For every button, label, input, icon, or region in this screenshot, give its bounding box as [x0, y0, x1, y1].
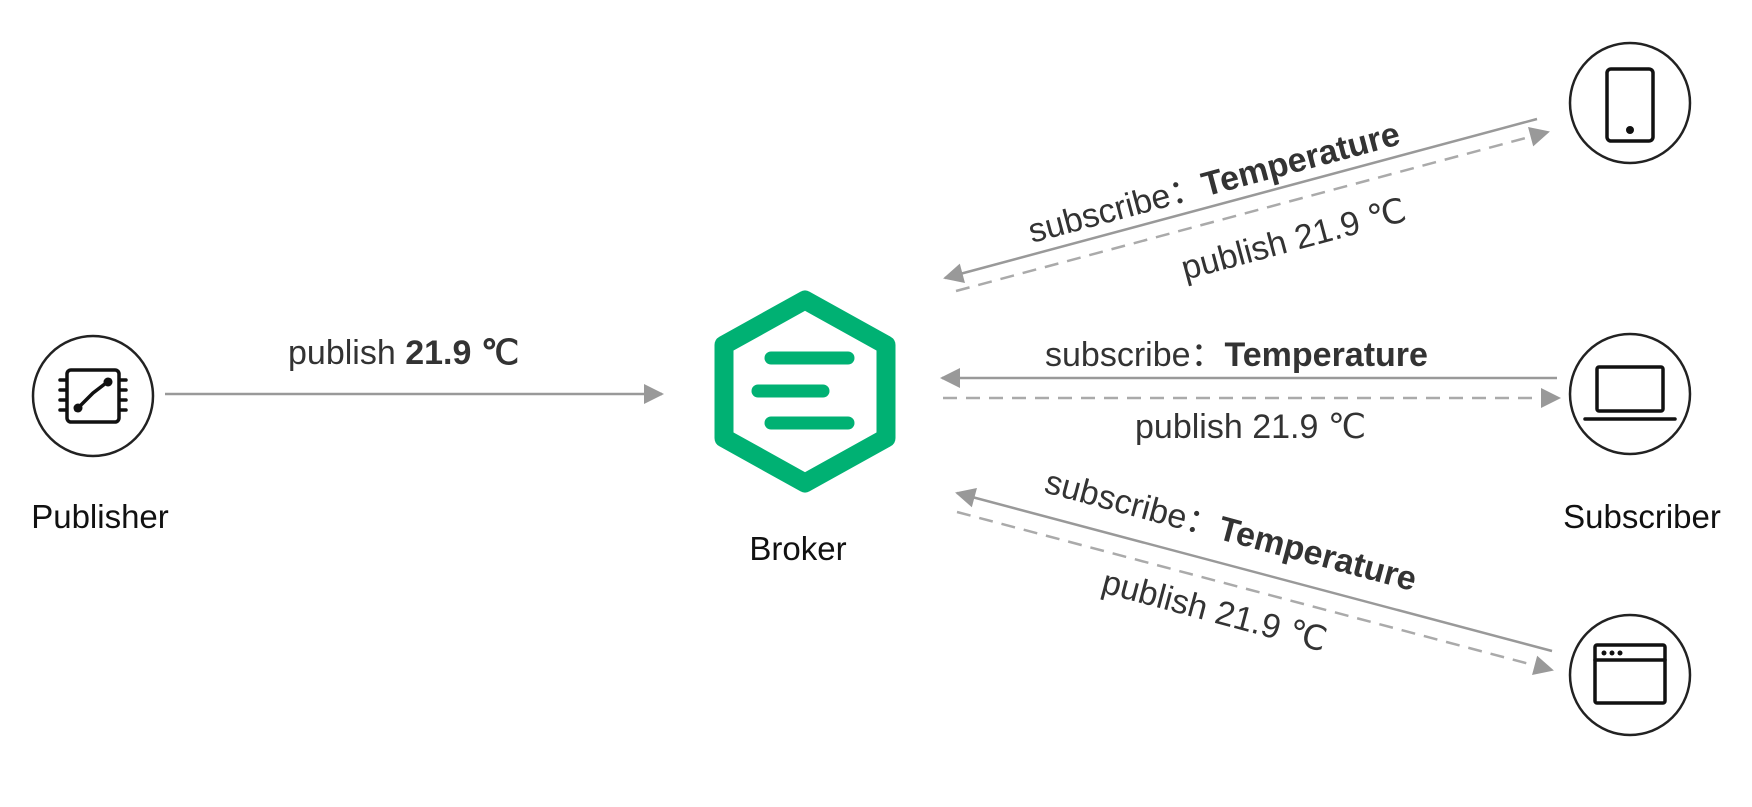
- subscribe-arrow-smartphone: [943, 117, 1538, 283]
- browser-window-icon: [1593, 643, 1667, 705]
- browser-subscriber: [1568, 613, 1692, 737]
- smartphone-circle: [1568, 41, 1692, 165]
- broker-label: Broker: [749, 530, 846, 567]
- circuit-board-icon: [58, 368, 128, 424]
- publisher-node: [31, 334, 155, 458]
- smartphone-subscriber: [1568, 41, 1692, 165]
- laptop-icon: [1583, 365, 1677, 421]
- publisher-label: Publisher: [31, 498, 169, 535]
- subscribe-arrow-browser: [955, 487, 1553, 653]
- emqx-hexagon-logo-icon: [714, 290, 896, 493]
- broker-node: [714, 290, 896, 493]
- smartphone-icon: [1605, 67, 1655, 143]
- browser-circle: [1568, 613, 1692, 737]
- laptop-subscriber: [1568, 332, 1692, 456]
- publish-label-browser: publish 21.9 ℃: [1098, 563, 1331, 659]
- publisher-publish-label: publish 21.9 ℃: [288, 334, 519, 372]
- subscriber-label: Subscriber: [1563, 498, 1721, 535]
- publish-label-laptop: publish 21.9 ℃: [1135, 408, 1366, 446]
- publish-arrow-browser: [956, 510, 1554, 676]
- publish-arrow-smartphone: [955, 127, 1550, 293]
- laptop-circle: [1568, 332, 1692, 456]
- subscribe-label-laptop: subscribe：Temperature: [1045, 336, 1428, 374]
- publisher-circle: [31, 334, 155, 458]
